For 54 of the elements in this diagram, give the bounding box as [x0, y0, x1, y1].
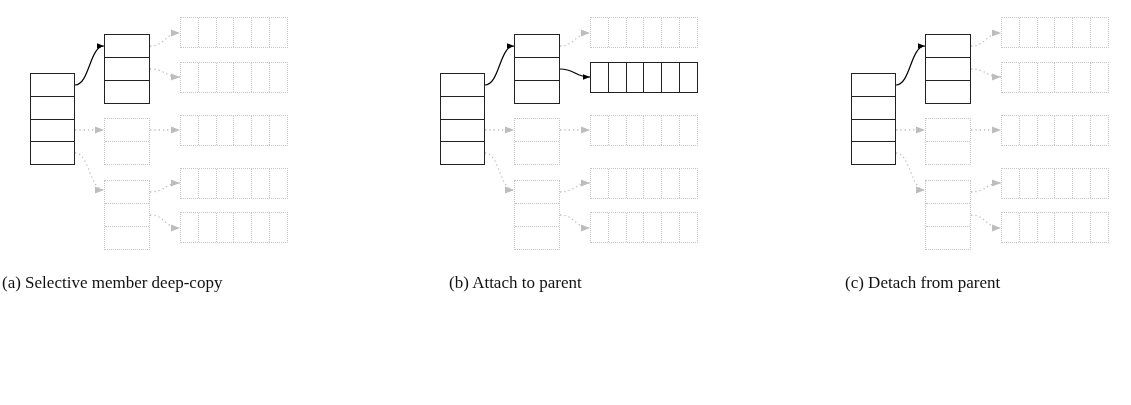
array-table: [180, 17, 288, 48]
arrow: [970, 126, 1002, 134]
array-table: [1001, 115, 1109, 146]
array-table: [925, 34, 971, 104]
array-table: [925, 118, 971, 165]
array-table: [590, 168, 698, 199]
arrow: [149, 214, 181, 231]
array-table: [1001, 168, 1109, 199]
array-table: [1001, 212, 1109, 243]
arrow: [149, 68, 181, 81]
arrow: [970, 214, 1002, 231]
array-table: [180, 212, 288, 243]
arrow: [149, 179, 181, 193]
array-table: [104, 34, 150, 104]
arrow: [895, 126, 926, 134]
arrow: [970, 68, 1002, 81]
array-table: [180, 115, 288, 146]
arrow: [895, 152, 926, 192]
arrow: [484, 126, 515, 134]
arrow: [74, 126, 105, 134]
arrow: [149, 30, 181, 47]
array-table: [514, 118, 560, 165]
arrow: [149, 126, 181, 134]
array-table: [851, 73, 896, 165]
arrow: [559, 126, 591, 134]
arrow: [559, 68, 591, 80]
subfigure-caption: (c) Detach from parent: [845, 272, 1002, 294]
array-table: [30, 73, 75, 165]
subfigure-caption: (b) Attach to parent: [449, 272, 583, 294]
subfigure-caption: (a) Selective member deep-copy: [2, 272, 224, 294]
arrow: [970, 30, 1002, 47]
arrow: [74, 44, 105, 86]
array-table: [590, 17, 698, 48]
array-table: [104, 180, 150, 250]
array-table: [590, 62, 698, 93]
arrow: [895, 44, 926, 86]
array-table: [180, 168, 288, 199]
array-table: [1001, 17, 1109, 48]
array-table: [514, 34, 560, 104]
arrow: [74, 152, 105, 192]
arrow: [484, 44, 515, 86]
arrow: [484, 152, 515, 192]
array-table: [1001, 62, 1109, 93]
arrow: [559, 30, 591, 47]
arrow: [970, 179, 1002, 193]
array-table: [104, 118, 150, 165]
arrow: [559, 179, 591, 193]
array-table: [590, 115, 698, 146]
arrow: [559, 214, 591, 231]
array-table: [590, 212, 698, 243]
array-table: [440, 73, 485, 165]
array-table: [180, 62, 288, 93]
array-table: [925, 180, 971, 250]
array-table: [514, 180, 560, 250]
